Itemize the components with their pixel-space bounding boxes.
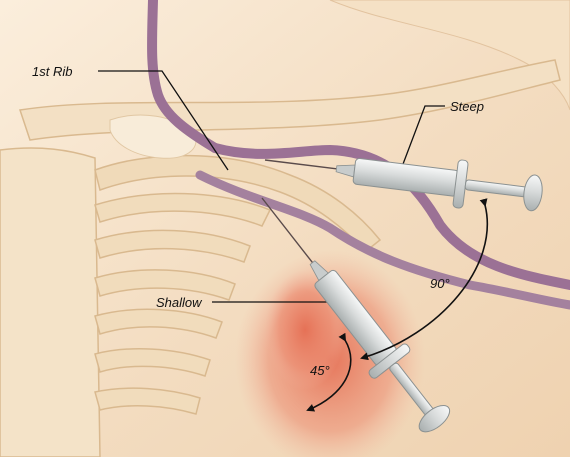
label-shallow: Shallow [156,295,203,310]
label-angle-90: 90° [430,276,450,291]
label-first-rib: 1st Rib [32,64,72,79]
sternum [0,148,100,457]
label-angle-45: 45° [310,363,330,378]
label-steep: Steep [450,99,484,114]
